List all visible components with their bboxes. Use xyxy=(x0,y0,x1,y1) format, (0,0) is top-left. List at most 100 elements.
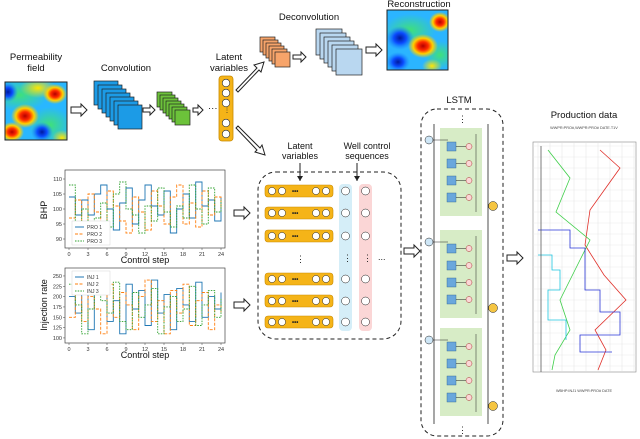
lstm-cell-bg xyxy=(440,128,482,216)
lstm-gate xyxy=(446,260,457,271)
lstm-mult-node xyxy=(465,296,473,303)
bhp-legend-1: PRO 1 xyxy=(87,225,102,231)
lstm-mult-node xyxy=(465,394,473,401)
arrow-lstm-to-production xyxy=(506,250,524,266)
latent-row-ellipsis: ••• xyxy=(292,299,298,305)
well-seq-node-2 xyxy=(361,274,370,284)
latent-node xyxy=(322,297,330,305)
latent-node xyxy=(278,318,286,326)
well-seq-node-1 xyxy=(341,296,350,306)
convolution-blue-stack xyxy=(93,80,143,130)
lstm-mult-node xyxy=(465,245,473,252)
deconvolution-lightblue-stack xyxy=(315,28,363,76)
arrow-bhp-to-block xyxy=(233,205,251,221)
lstm-mult-node xyxy=(465,343,473,350)
band-dots-1: ⋮ xyxy=(343,253,352,263)
well-seq-node-2 xyxy=(361,186,370,196)
inj-xtick-label: 6 xyxy=(105,347,108,353)
latent-node xyxy=(268,232,276,240)
latent-row-ellipsis: ••• xyxy=(292,277,298,283)
lstm-output-node xyxy=(488,201,498,211)
prod-curve-2 xyxy=(547,149,591,371)
inj-legend-1: INJ 1 xyxy=(87,275,99,281)
lstm-input-node xyxy=(424,135,434,145)
bhp-legend: PRO 1 PRO 2 PRO 3 xyxy=(71,220,111,246)
inj-xtick-label: 3 xyxy=(86,347,89,353)
well-seq-node-1 xyxy=(341,231,350,241)
latent-node xyxy=(312,187,320,195)
inj-legend-2: INJ 2 xyxy=(87,282,99,288)
latent-row: ••• xyxy=(264,315,334,329)
well-seq-node-2 xyxy=(361,317,370,327)
lstm-gate xyxy=(446,158,457,169)
latent-node xyxy=(268,187,276,195)
well-seq-node-2 xyxy=(361,208,370,218)
bhp-ytick-label: 105 xyxy=(53,192,62,198)
well-seq-node-1 xyxy=(341,186,350,196)
latent-node xyxy=(268,297,276,305)
well-seq-node-1 xyxy=(341,274,350,284)
well-seq-node-1 xyxy=(341,208,350,218)
well-seq-node-2 xyxy=(361,231,370,241)
arrow-deconv-to-recon xyxy=(365,42,383,58)
bhp-series-2 xyxy=(69,184,222,234)
bhp-xtick-label: 6 xyxy=(105,252,108,258)
lstm-mult-node xyxy=(465,194,473,201)
lstm-dots-bottom: ⋮ xyxy=(458,425,467,435)
arrow-block-to-lstm xyxy=(403,243,421,259)
lstm-gate xyxy=(446,277,457,288)
bhp-xtick-label: 9 xyxy=(124,252,127,258)
lstm-cell-bg xyxy=(440,230,482,318)
lstm-label: LSTM xyxy=(446,95,471,106)
inj-xtick-label: 15 xyxy=(161,347,167,353)
lstm-block xyxy=(420,108,504,437)
lstm-gate xyxy=(446,375,457,386)
inj-ytick-label: 150 xyxy=(53,315,62,321)
lstm-cell-bg xyxy=(440,328,482,416)
inj-xtick-label: 12 xyxy=(142,347,148,353)
lstm-mult-node xyxy=(465,262,473,269)
bhp-ytick-label: 95 xyxy=(56,222,62,228)
latent-mid-label-2: variables xyxy=(282,151,319,161)
prod-bottom-text: WBHP:INJ1 WWPR:PRO# DATE xyxy=(556,389,613,393)
latent-node xyxy=(322,275,330,283)
permeability-label-2: field xyxy=(27,63,44,74)
well-control-label-2: sequences xyxy=(345,151,389,161)
latent-node xyxy=(278,209,286,217)
prod-curve-4 xyxy=(538,254,567,340)
well-seq-node-2 xyxy=(361,296,370,306)
top-dots: ··· xyxy=(208,103,218,114)
arrow-conv-to-green xyxy=(142,103,156,117)
latent-node xyxy=(278,297,286,305)
lstm-cell xyxy=(424,128,498,216)
arrow-perm-to-conv xyxy=(70,102,88,118)
bhp-legend-3: PRO 3 xyxy=(87,239,102,245)
inj-ytick-label: 250 xyxy=(53,274,62,280)
arrow-green-to-latent xyxy=(192,103,204,117)
latent-node xyxy=(322,232,330,240)
prod-curve-3 xyxy=(538,229,621,353)
bhp-xtick-label: 24 xyxy=(218,252,224,258)
inj-series-2 xyxy=(69,279,222,335)
inj-xtick-label: 18 xyxy=(180,347,186,353)
latent-node xyxy=(312,232,320,240)
convolution-label: Convolution xyxy=(101,63,151,74)
latent-row: ••• xyxy=(264,294,334,308)
latent-row: ••• xyxy=(264,272,334,286)
inj-xlabel: Control step xyxy=(121,350,170,360)
lstm-input-node xyxy=(424,237,434,247)
inj-xtick-label: 0 xyxy=(67,347,70,353)
prod-top-text: WWPR:PRO#,WWPR:PRO# DATE.T1V xyxy=(550,126,618,130)
latent-node xyxy=(312,209,320,217)
lstm-gate xyxy=(446,341,457,352)
production-label: Production data xyxy=(551,110,618,121)
bhp-xtick-label: 3 xyxy=(86,252,89,258)
well-seq-band-2 xyxy=(359,184,372,331)
inj-ytick-label: 125 xyxy=(53,326,62,332)
lstm-gate xyxy=(446,358,457,369)
lstm-cell xyxy=(424,328,498,416)
lstm-mult-node xyxy=(465,177,473,184)
well-control-label: Well control xyxy=(344,141,391,151)
